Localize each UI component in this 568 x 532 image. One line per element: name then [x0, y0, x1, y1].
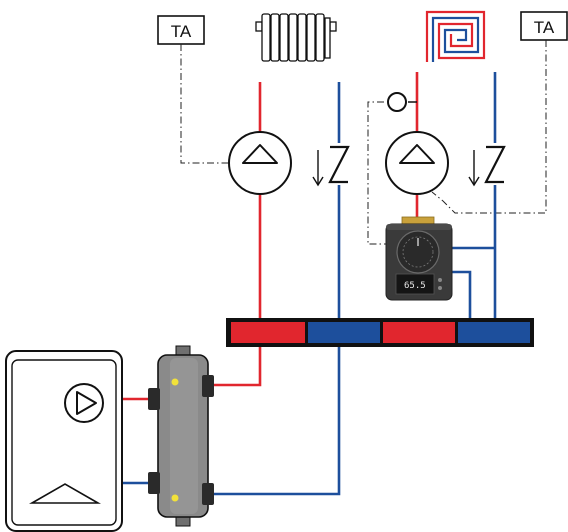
- pipe-network: [120, 72, 497, 496]
- pump-left-icon: [228, 131, 292, 195]
- control-line-left: [180, 44, 228, 164]
- manifold: [226, 318, 534, 347]
- check-valve-right-icon: [468, 143, 506, 187]
- burner-icon: [29, 483, 101, 504]
- separator-port-marker: [171, 378, 179, 386]
- thermostat-left-label: TA: [171, 22, 192, 41]
- pipe-manifold-supply: [205, 345, 262, 387]
- boiler: [5, 350, 123, 532]
- pipe-bypass-lower: [447, 270, 472, 320]
- separator-port-marker: [171, 494, 179, 502]
- thermostat-left: TA: [157, 15, 205, 45]
- radiator-icon: [255, 13, 337, 62]
- thermostat-right-label: TA: [534, 18, 555, 37]
- control-line-sensor: [367, 101, 393, 245]
- check-valve-left-icon: [312, 143, 350, 187]
- controller-lcd: [395, 273, 435, 295]
- boiler-pump-icon: [64, 383, 104, 423]
- thermostat-right: TA: [520, 11, 568, 41]
- controller-display-value: 65.5: [404, 281, 426, 291]
- mixing-valve-controller: 65.5: [385, 216, 453, 301]
- hydraulic-separator: [148, 345, 214, 527]
- temperature-sensor-icon: [387, 92, 417, 112]
- floor-heating-coil-icon: [425, 10, 486, 62]
- pump-right-icon: [385, 131, 449, 195]
- control-lines: [180, 40, 547, 245]
- pipe-manifold-return: [205, 345, 341, 496]
- control-line-right: [431, 40, 547, 214]
